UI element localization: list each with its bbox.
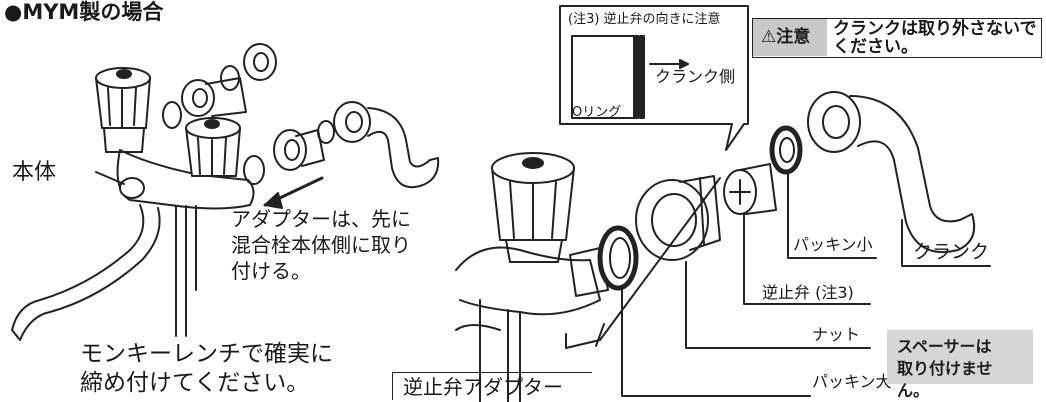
left-faucet-drawing	[11, 43, 440, 341]
callout-oring: Oリング	[572, 105, 622, 120]
adapter-note-line: アダプターは、先に	[231, 207, 411, 231]
caution-text: クランクは取り外さないでください。	[833, 19, 1037, 57]
caution-tag: ⚠注意	[753, 19, 827, 56]
callout-title: (注3) 逆止弁の向きに注意	[568, 12, 721, 27]
right-faucet-drawing	[455, 91, 991, 402]
adapter-note-line: 付ける。	[231, 259, 311, 283]
adapter-note: アダプターは、先に 混合栓本体側に取り 付ける。	[231, 206, 411, 284]
packing-small-label: パッキン小	[793, 235, 873, 254]
caution-box: ⚠注意 クランクは取り外さないでください。	[752, 18, 1042, 58]
wrench-note-line: 締め付けてください。	[80, 370, 310, 396]
spacer-note-line: 取り付けません。	[897, 359, 993, 400]
body-label: 本体	[12, 160, 57, 185]
wrench-note-line: モンキーレンチで確実に	[80, 341, 333, 367]
check-valve-callout	[559, 5, 749, 151]
page-title: ●MYM製の場合	[4, 0, 164, 24]
caution-tag-text: 注意	[776, 27, 811, 47]
warning-triangle-icon: ⚠	[761, 27, 777, 47]
packing-large-label: パッキン大	[812, 372, 892, 391]
callout-crank-side: クランク側	[655, 67, 736, 86]
check-valve-label: 逆止弁 (注3)	[762, 283, 854, 302]
nut-label: ナット	[812, 325, 861, 344]
adapter-note-line: 混合栓本体側に取り	[231, 233, 411, 257]
wrench-note: モンキーレンチで確実に 締め付けてください。	[80, 340, 333, 398]
spacer-note: スペーサーは 取り付けません。	[887, 330, 1033, 400]
check-valve-adapter-label: 逆止弁アダプター	[392, 372, 592, 400]
spacer-note-line: スペーサーは	[897, 337, 992, 356]
crank-label: クランク	[913, 241, 990, 263]
